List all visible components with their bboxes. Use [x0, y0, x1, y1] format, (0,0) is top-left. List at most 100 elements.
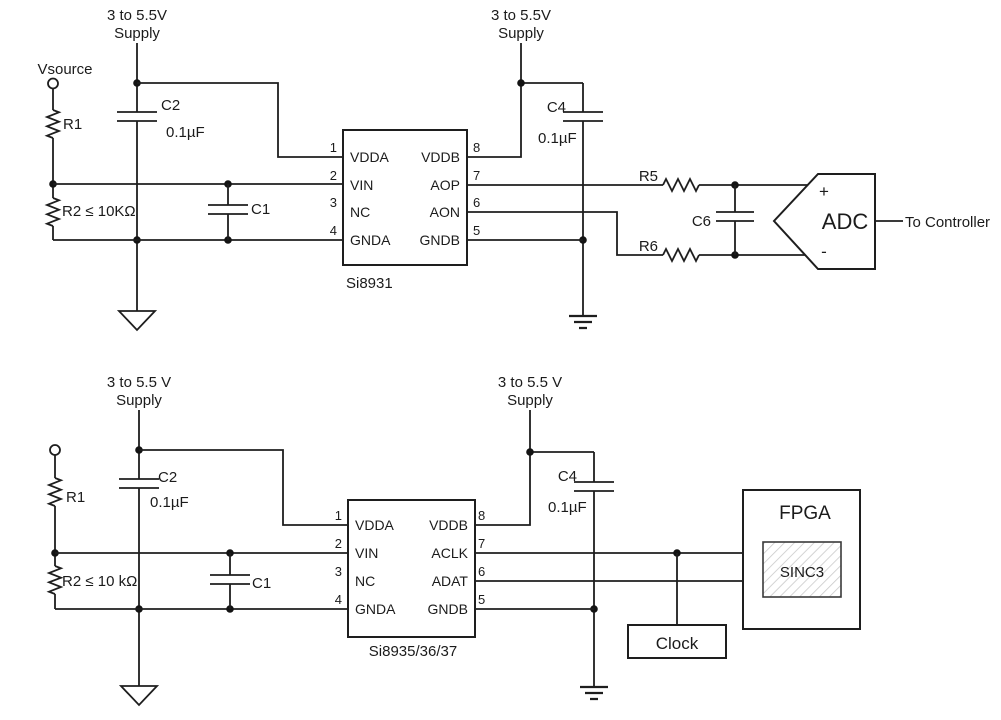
supply-label: Supply: [116, 392, 162, 409]
pin-number: 7: [473, 168, 480, 183]
pin-label: ADAT: [432, 573, 469, 589]
capacitor-c1: C1: [210, 549, 271, 609]
wire: [467, 43, 583, 158]
capacitor-plates: [574, 452, 614, 687]
ground-chassis-symbol: [118, 685, 160, 707]
junction-dot: [517, 79, 525, 87]
clock-box: Clock: [627, 624, 727, 659]
pin-number: 3: [330, 195, 337, 210]
fpga-label: FPGA: [779, 503, 831, 524]
output-label: To Controller: [905, 214, 990, 231]
capacitor-c4: C4 0.1µF: [548, 452, 614, 687]
terminal-circle: [49, 444, 61, 456]
pin-number: 7: [478, 536, 485, 551]
pin-label: VIN: [350, 177, 373, 193]
component-label: C4: [547, 99, 566, 116]
pin-label: ACLK: [431, 545, 468, 561]
ground-chassis-symbol: [116, 310, 158, 332]
capacitor-c4: C4 0.1µF: [538, 83, 603, 316]
component-value: 0.1µF: [166, 124, 205, 141]
pin-label: GNDB: [428, 601, 468, 617]
ic-part-number: Si8935/36/37: [369, 643, 457, 660]
pin-label: VIN: [355, 545, 378, 561]
pin-number: 4: [330, 223, 337, 238]
component-label: R6: [639, 238, 658, 255]
supply-label: Supply: [114, 25, 160, 42]
wire: [475, 410, 594, 526]
pin-label: GNDA: [355, 601, 396, 617]
component-label: R2 ≤ 10 kΩ: [62, 573, 137, 590]
pin-number: 3: [335, 564, 342, 579]
pin-number: 6: [478, 564, 485, 579]
capacitor-plates: [208, 184, 248, 240]
pin-number: 5: [478, 592, 485, 607]
pin-number: 2: [330, 168, 337, 183]
component-label: C2: [158, 469, 177, 486]
ic-body: [347, 499, 476, 638]
supply-label: 3 to 5.5V: [491, 7, 551, 24]
pin-number: 8: [473, 140, 480, 155]
pin-number: 5: [473, 223, 480, 238]
pin-label: GNDB: [420, 232, 460, 248]
pin-number: 1: [335, 508, 342, 523]
capacitor-plates: [119, 478, 159, 686]
pin-label: VDDA: [350, 149, 390, 165]
pin-number: 4: [335, 592, 342, 607]
ic-part-number: Si8931: [346, 275, 393, 292]
sinc3-block: [762, 541, 842, 598]
resistor-r5: [662, 176, 700, 194]
component-value: 0.1µF: [150, 494, 189, 511]
component-label: R1: [66, 489, 85, 506]
fpga-box: FPGA SINC3: [742, 489, 861, 630]
wire: [467, 211, 663, 256]
supply-label: 3 to 5.5V: [107, 7, 167, 24]
capacitor-c1: C1: [208, 180, 270, 240]
pin-label: VDDA: [355, 517, 395, 533]
capacitor-plates: [117, 111, 157, 122]
ic-si8935-36-37: VDDA VIN NC GNDA VDDB ACLK ADAT GNDB 1 2…: [335, 499, 485, 660]
component-label: C6: [692, 213, 711, 230]
ic-body: [342, 129, 468, 266]
circuit2-si8935-fpga: 3 to 5.5 V Supply C2 0.1µF R1 R2 ≤ 10 kΩ…: [46, 374, 861, 707]
wire: [139, 449, 348, 526]
component-label: R5: [639, 168, 658, 185]
capacitor-plates: [210, 553, 250, 609]
pin-label: AOP: [430, 177, 460, 193]
vsource-label: Vsource: [37, 61, 92, 78]
pin-label: AON: [430, 204, 460, 220]
ground-earth-symbol: [580, 685, 608, 701]
wire: [137, 82, 343, 158]
resistor-r6: [662, 246, 700, 264]
pin-label: VDDB: [429, 517, 468, 533]
component-label: C1: [252, 575, 271, 592]
adc-label: ADC: [822, 209, 869, 234]
pin-number: 2: [335, 536, 342, 551]
sinc3-label: SINC3: [780, 564, 824, 581]
ground-earth-symbol: [569, 314, 597, 330]
capacitor-c2: C2 0.1µF: [119, 469, 189, 686]
wire: [54, 594, 348, 610]
supply-label: 3 to 5.5 V: [107, 374, 171, 391]
circuit1-si8931-adc: 3 to 5.5V Supply C2 0.1µF Vsource R1 R2 …: [37, 7, 990, 332]
supply-label: Supply: [498, 25, 544, 42]
resistor-r1: [44, 109, 62, 139]
component-label: C1: [251, 201, 270, 218]
clock-body: [627, 624, 727, 659]
terminal-circle: [47, 77, 59, 90]
resistor-r2: [46, 565, 64, 595]
adc-minus-input: -: [821, 242, 827, 261]
component-value: 0.1µF: [538, 130, 577, 147]
capacitor-c2: C2 0.1µF: [117, 97, 205, 311]
pin-label: NC: [355, 573, 375, 589]
supply-label: Supply: [507, 392, 553, 409]
wire: [52, 226, 343, 241]
pin-number: 6: [473, 195, 480, 210]
resistor-r2: [44, 197, 62, 227]
clock-label: Clock: [656, 634, 699, 653]
component-label: R1: [63, 116, 82, 133]
capacitor-plates: [716, 185, 754, 255]
pin-label: GNDA: [350, 232, 391, 248]
adc-plus-input: +: [819, 182, 829, 201]
component-label: R2 ≤ 10KΩ: [62, 203, 136, 220]
junction-dot: [526, 448, 534, 456]
